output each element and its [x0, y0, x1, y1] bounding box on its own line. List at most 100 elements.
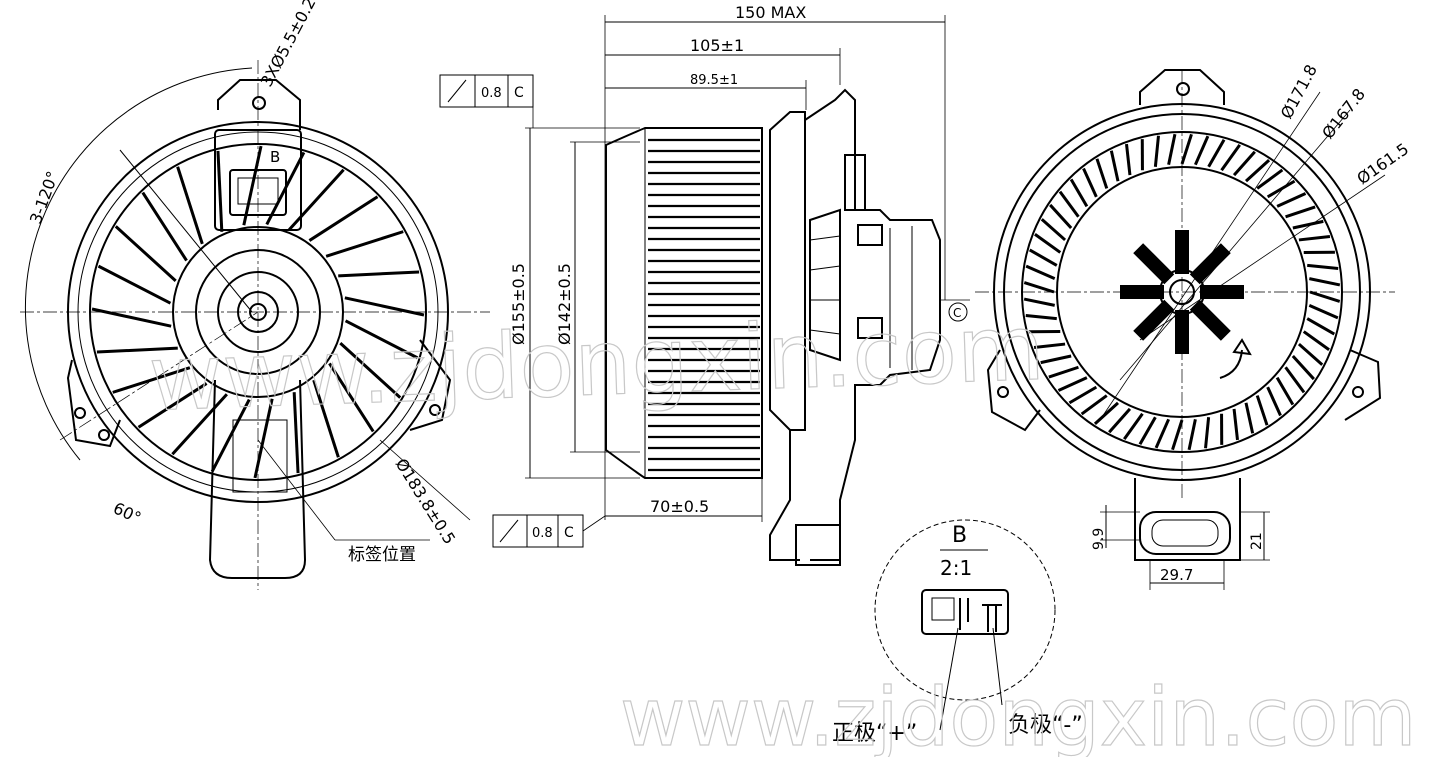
- vane: [1220, 144, 1241, 172]
- tolerance-frame-bottom: [492, 514, 606, 548]
- star-arm: [1133, 243, 1175, 285]
- hub-star: [1120, 230, 1244, 354]
- spoke: [112, 366, 191, 394]
- vane: [1244, 402, 1255, 434]
- dim-29-7: 29.7: [1160, 566, 1193, 584]
- detail-b-title: B: [952, 523, 967, 548]
- spoke: [265, 151, 306, 226]
- vane: [1138, 416, 1157, 446]
- vane: [1308, 277, 1341, 287]
- star-arm: [1189, 243, 1231, 285]
- vane: [1194, 135, 1210, 166]
- vane: [1154, 418, 1170, 449]
- vane: [1232, 408, 1239, 441]
- vane: [1309, 290, 1341, 303]
- spoke: [96, 346, 178, 354]
- vane: [1204, 417, 1211, 449]
- dia-142: Ø142±0.5: [555, 263, 574, 345]
- vane: [1095, 158, 1109, 189]
- vane: [1109, 150, 1120, 182]
- star-arm: [1189, 299, 1231, 341]
- impeller-spokes: [91, 145, 425, 479]
- vane: [1028, 248, 1058, 267]
- vane: [1275, 376, 1295, 406]
- vane: [1187, 418, 1197, 451]
- spoke: [141, 191, 188, 262]
- dim-70: 70±0.5: [650, 497, 709, 516]
- vane: [1308, 304, 1339, 320]
- spoke: [328, 362, 375, 433]
- dia-171-8: Ø171.8: [1277, 61, 1321, 121]
- watermark-center: www.zjdongxin.com: [147, 296, 1046, 432]
- tolerance-frame-top: [439, 74, 534, 128]
- spoke: [137, 382, 208, 429]
- dia-155: Ø155±0.5: [509, 263, 528, 345]
- angle-120-label: 3-120°: [26, 169, 62, 227]
- vane: [1048, 365, 1079, 379]
- star-arm: [1175, 310, 1189, 354]
- angle-60-label: 60°: [110, 498, 144, 527]
- mount-holes-label: 3XØ5.5±0.2: [257, 0, 320, 90]
- spoke: [253, 398, 274, 479]
- detail-b-view: [874, 519, 1056, 731]
- spoke: [344, 319, 419, 360]
- vane: [1040, 354, 1072, 365]
- tolerance-bottom-datum: C: [564, 525, 574, 541]
- vane: [1171, 419, 1184, 451]
- dim-105: 105±1: [690, 36, 744, 55]
- vane: [1180, 133, 1193, 165]
- vane: [1082, 167, 1098, 198]
- vane: [1057, 376, 1088, 392]
- dim-150-max: 150 MAX: [735, 3, 806, 22]
- spoke: [312, 379, 340, 458]
- spoke: [325, 230, 404, 258]
- spoke: [91, 307, 172, 328]
- section-b-marker: B: [270, 148, 280, 166]
- dim-21: 21: [1249, 532, 1265, 550]
- vane: [1276, 192, 1307, 208]
- impeller-blades: [648, 138, 760, 472]
- dia-161-5: Ø161.5: [1353, 139, 1412, 188]
- vane: [1025, 264, 1056, 280]
- spoke: [339, 342, 402, 399]
- vane: [1256, 168, 1284, 190]
- vane: [1034, 233, 1062, 254]
- star-arm: [1200, 285, 1244, 299]
- side-view: [525, 15, 970, 566]
- detail-b-scale: 2:1: [940, 556, 972, 580]
- vane: [1291, 354, 1315, 381]
- vane: [1040, 218, 1067, 242]
- vane: [1292, 219, 1324, 230]
- vane: [1068, 385, 1098, 405]
- rear-view: [975, 69, 1395, 590]
- vane: [1049, 203, 1073, 230]
- positive-terminal-label: 正极“+”: [832, 721, 917, 746]
- vane: [1108, 407, 1132, 434]
- dia-167-8: Ø167.8: [1318, 85, 1369, 143]
- vane: [1058, 190, 1080, 218]
- impeller-vanes: [1023, 133, 1341, 451]
- star-arm: [1120, 285, 1164, 299]
- spoke: [176, 166, 204, 245]
- spoke: [216, 150, 224, 232]
- vane: [1093, 401, 1120, 425]
- vane: [1123, 412, 1144, 440]
- watermark-bottom: www.zjdongxin.com: [620, 671, 1416, 757]
- vane: [1033, 342, 1066, 349]
- spoke: [338, 270, 420, 278]
- vane: [1025, 314, 1057, 321]
- vane: [1125, 143, 1132, 176]
- vane: [1167, 133, 1177, 166]
- negative-terminal-label: 负极“-”: [1008, 713, 1083, 738]
- vane: [1307, 263, 1339, 270]
- spoke: [171, 393, 228, 456]
- vane: [1023, 297, 1056, 307]
- vane: [1080, 394, 1108, 416]
- spoke: [242, 145, 263, 226]
- star-arm: [1133, 299, 1175, 341]
- tolerance-bottom-value: 0.8: [532, 526, 553, 541]
- spoke: [210, 398, 251, 473]
- vane: [1266, 386, 1282, 417]
- vane: [1023, 281, 1055, 294]
